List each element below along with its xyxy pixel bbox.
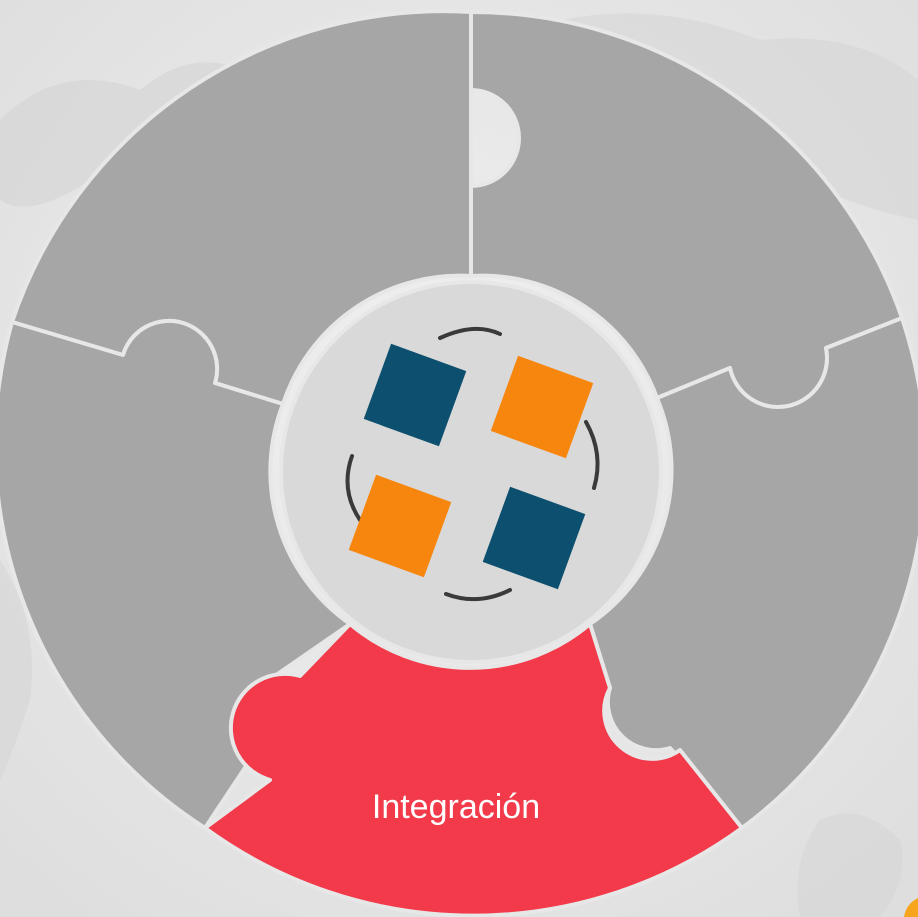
four-squares-rotating-icon [345,326,600,602]
square-blue-bottom-right [482,486,586,590]
square-orange-top-right [490,355,594,459]
hub-circle [279,280,663,664]
puzzle-segment-left[interactable] [0,318,352,830]
square-blue-top-left [363,343,467,447]
square-orange-bottom-left [348,474,452,578]
corner-accent-mark [904,898,918,917]
puzzle-segment-bottom[interactable] [203,622,744,917]
segment-label-integracion: Integración [372,788,540,826]
